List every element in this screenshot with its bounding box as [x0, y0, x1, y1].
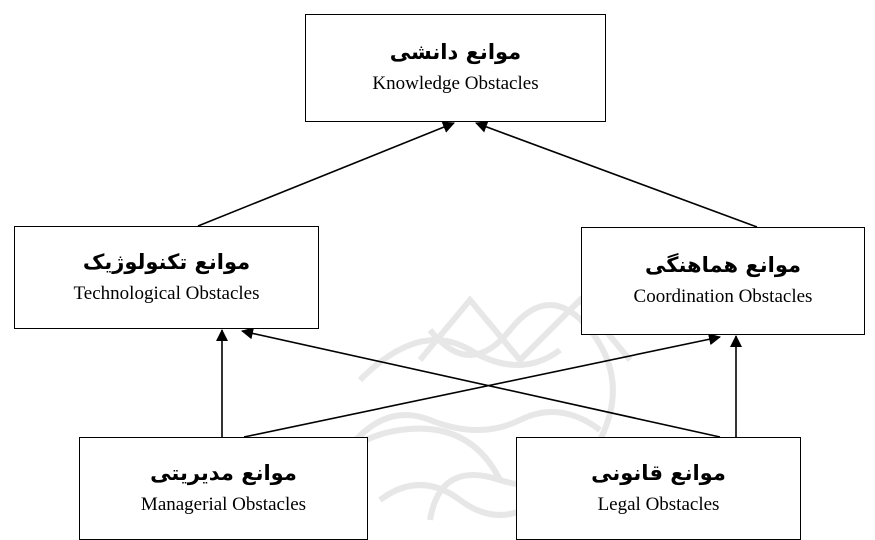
coordination-obstacles-box: موانع هماهنگی Coordination Obstacles: [581, 227, 865, 335]
managerial-obstacles-fa-label: موانع مدیریتی: [150, 460, 297, 485]
knowledge-obstacles-en-label: Knowledge Obstacles: [372, 73, 539, 95]
legal-obstacles-fa-label: موانع قانونی: [591, 460, 726, 485]
edge-managerial-to-coordination: [243, 333, 721, 438]
technological-obstacles-fa-label: موانع تکنولوژیک: [82, 249, 251, 274]
coordination-obstacles-fa-label: موانع هماهنگی: [644, 253, 802, 277]
knowledge-obstacles-fa-label: موانع دانشی: [389, 40, 522, 64]
edge-coordination-to-knowledge: [475, 121, 758, 228]
edge-technological-to-knowledge: [197, 121, 455, 227]
managerial-obstacles-en-label: Managerial Obstacles: [140, 493, 307, 515]
legal-obstacles-box: موانع قانونی Legal Obstacles: [516, 437, 801, 540]
technological-obstacles-en-label: Technological Obstacles: [73, 282, 260, 304]
technological-obstacles-box: موانع تکنولوژیک Technological Obstacles: [14, 226, 319, 329]
knowledge-obstacles-box: موانع دانشی Knowledge Obstacles: [305, 14, 606, 122]
managerial-obstacles-box: موانع مدیریتی Managerial Obstacles: [79, 437, 368, 540]
coordination-obstacles-en-label: Coordination Obstacles: [633, 286, 813, 308]
legal-obstacles-en-label: Legal Obstacles: [597, 493, 720, 515]
edge-legal-to-technological: [241, 327, 721, 438]
